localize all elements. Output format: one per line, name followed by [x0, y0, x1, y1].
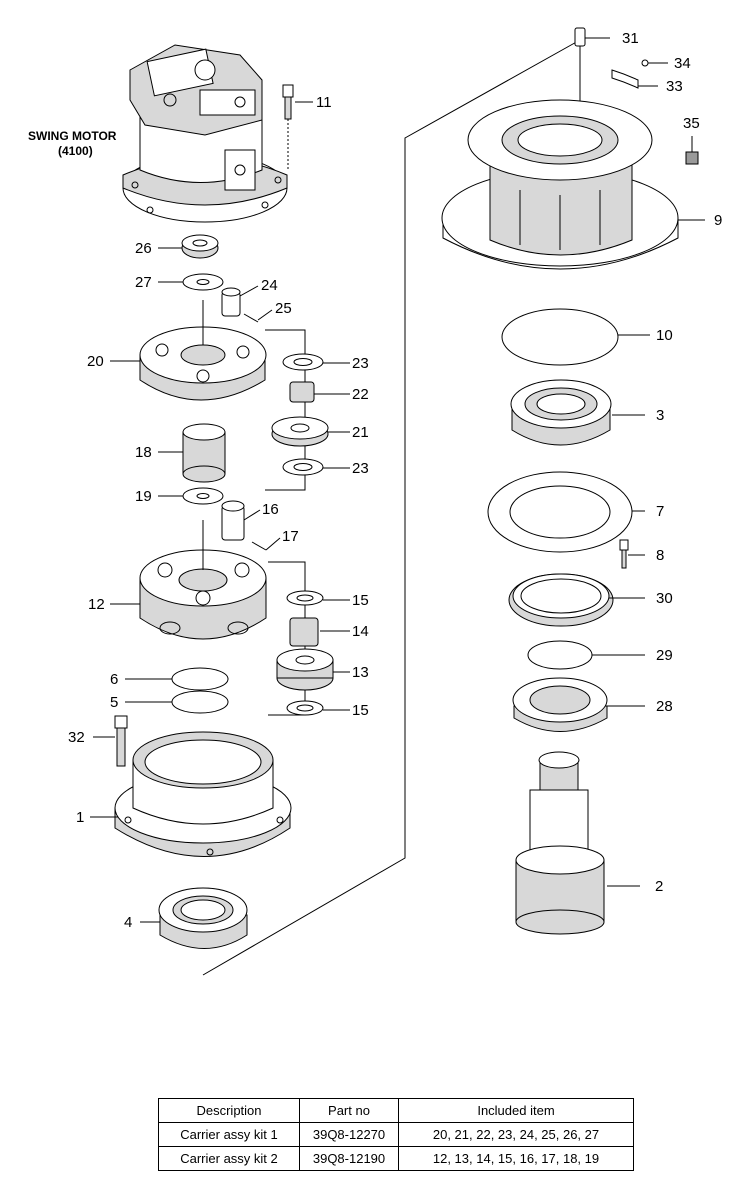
callout-22: 22: [352, 386, 369, 403]
callout-16: 16: [262, 501, 279, 518]
table-header-row: Description Part no Included item: [158, 1098, 634, 1123]
callout-6: 6: [110, 671, 118, 688]
callout-15-top: 15: [352, 592, 369, 609]
callout-1: 1: [76, 809, 84, 826]
carrier-20-drawing: [139, 300, 267, 401]
thrust-washer-27-drawing: [182, 273, 224, 291]
row2-included-item: 12, 13, 14, 15, 16, 17, 18, 19: [398, 1146, 634, 1171]
housing-9-drawing: [441, 99, 679, 270]
callout-33: 33: [666, 78, 683, 95]
carrier-kit-table: Description Part no Included item Carrie…: [158, 1098, 634, 1171]
row1-included-item: 20, 21, 22, 23, 24, 25, 26, 27: [398, 1122, 634, 1147]
callout-21: 21: [352, 424, 369, 441]
assembly-connector-line: [202, 39, 581, 976]
callout-18: 18: [135, 444, 152, 461]
header-part-no: Part no: [299, 1098, 399, 1123]
thrust-washer-19-drawing: [182, 487, 224, 505]
ring-gear-1-drawing: [114, 731, 292, 857]
rings-5-6-drawing: [171, 667, 229, 714]
header-included-item: Included item: [398, 1098, 634, 1123]
pin-24-25-drawing: [221, 287, 259, 323]
table-row: Carrier assy kit 2 39Q8-12190 12, 13, 14…: [158, 1146, 634, 1171]
seal-30-drawing: [508, 573, 614, 627]
sun-gear-26-drawing: [181, 234, 219, 259]
callout-13: 13: [352, 664, 369, 681]
callout-11: 11: [316, 94, 332, 111]
carrier-12-drawing: [139, 520, 267, 640]
callout-32: 32: [68, 729, 85, 746]
plate-7-drawing: [487, 471, 633, 569]
callout-34: 34: [674, 55, 691, 72]
planet-gear-set-1-drawing: [265, 329, 329, 491]
bolt-11-drawing: [282, 84, 294, 170]
callout-7: 7: [656, 503, 664, 520]
pin-16-17-drawing: [221, 500, 267, 551]
callout-27: 27: [135, 274, 152, 291]
callout-28: 28: [656, 698, 673, 715]
o-ring-10-drawing: [501, 308, 619, 366]
row2-description: Carrier assy kit 2: [158, 1146, 300, 1171]
callout-2: 2: [655, 878, 663, 895]
callout-35: 35: [683, 115, 700, 132]
callout-8: 8: [656, 547, 664, 564]
motor-title: SWING MOTOR: [28, 129, 117, 143]
bearing-4-drawing: [158, 887, 248, 949]
collar-28-drawing: [512, 677, 608, 732]
row1-description: Carrier assy kit 1: [158, 1122, 300, 1147]
o-ring-29-drawing: [527, 640, 593, 670]
callout-31: 31: [622, 30, 639, 47]
callout-5: 5: [110, 694, 118, 711]
bearing-3-drawing: [510, 379, 612, 446]
callout-14: 14: [352, 623, 369, 640]
swing-motor-drawing: [122, 44, 288, 223]
callout-10: 10: [656, 327, 673, 344]
table-row: Carrier assy kit 1 39Q8-12270 20, 21, 22…: [158, 1122, 634, 1147]
callout-20: 20: [87, 353, 104, 370]
callout-9: 9: [714, 212, 722, 229]
pinion-shaft-2-drawing: [515, 751, 605, 935]
callout-3: 3: [656, 407, 664, 424]
leader-lines: [90, 37, 705, 923]
sun-gear-18-drawing: [182, 423, 226, 483]
callout-19: 19: [135, 488, 152, 505]
callout-30: 30: [656, 590, 673, 607]
callout-25: 25: [275, 300, 292, 317]
bolt-32-drawing: [114, 715, 128, 767]
header-description: Description: [158, 1098, 300, 1123]
callout-24: 24: [261, 277, 278, 294]
callout-23-bottom: 23: [352, 460, 369, 477]
callout-26: 26: [135, 240, 152, 257]
planet-gear-set-2-drawing: [268, 561, 334, 716]
row1-part-no: 39Q8-12270: [299, 1122, 399, 1147]
callout-29: 29: [656, 647, 673, 664]
callout-23-top: 23: [352, 355, 369, 372]
row2-part-no: 39Q8-12190: [299, 1146, 399, 1171]
callout-15-bottom: 15: [352, 702, 369, 719]
callout-17: 17: [282, 528, 299, 545]
items-33-34-35-drawing: [611, 59, 699, 165]
motor-code: (4100): [58, 144, 93, 158]
callout-12: 12: [88, 596, 105, 613]
callout-4: 4: [124, 914, 132, 931]
